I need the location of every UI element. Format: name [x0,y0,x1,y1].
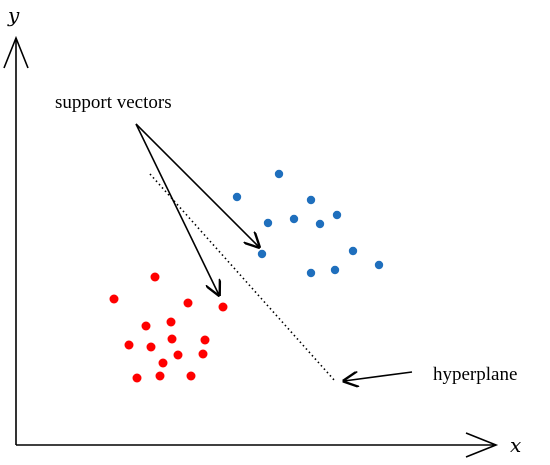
class-b-point [132,373,142,383]
x-axis-label: x [510,433,521,457]
class-b-points [109,272,228,383]
x-axis-arrowhead [465,432,499,458]
hyperplane-arrow [344,372,413,381]
hyperplane-line [149,173,336,382]
class-a-point [332,210,342,220]
class-a-point [263,218,273,228]
class-b-support-vector [218,302,228,312]
class-a-point [374,260,384,270]
class-a-point [306,195,316,205]
class-b-point [166,317,176,327]
class-b-point [109,294,119,304]
class-b-point [183,298,193,308]
class-b-point [150,272,160,282]
class-a-point [289,214,299,224]
support-arrow-to-blue [135,123,259,247]
support-arrow-to-red [135,123,219,295]
class-a-point [232,192,242,202]
y-axis-arrowhead [3,35,29,69]
class-b-point [141,321,151,331]
class-a-point [348,246,358,256]
class-a-point [274,169,284,179]
class-b-point [124,340,134,350]
class-a-points [232,169,384,278]
class-b-point [158,358,168,368]
class-a-support-vector [257,249,267,259]
class-b-point [200,335,210,345]
support-vectors-label: support vectors [55,92,172,113]
class-b-point [186,371,196,381]
class-a-point [330,265,340,275]
class-b-point [173,350,183,360]
class-a-point [306,268,316,278]
class-b-point [146,342,156,352]
class-b-point [167,334,177,344]
class-a-point [315,219,325,229]
class-b-point [155,371,165,381]
hyperplane-label: hyperplane [433,364,517,385]
class-b-point [198,349,208,359]
y-axis-label: y [7,3,20,27]
